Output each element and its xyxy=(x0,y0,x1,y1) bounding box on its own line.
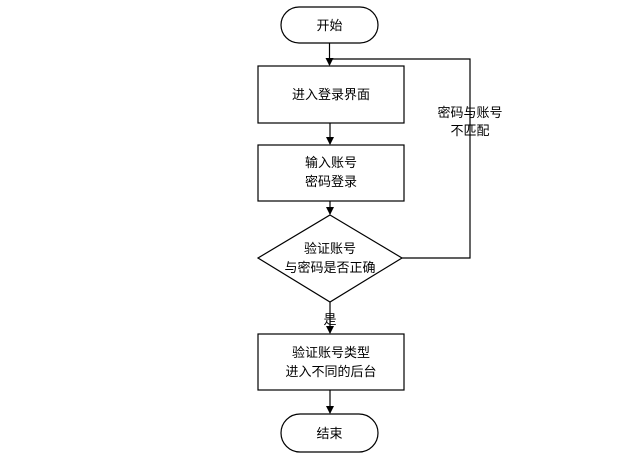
branch-mismatch-line2: 不匹配 xyxy=(450,124,489,139)
start-node: 开始 xyxy=(280,6,379,44)
step-enter-login: 进入登录界面 xyxy=(257,65,405,124)
step-input-line2: 密码登录 xyxy=(305,174,357,190)
end-node: 结束 xyxy=(280,413,379,453)
step-input-credentials: 输入账号 密码登录 xyxy=(257,144,405,202)
decision-line1: 验证账号 xyxy=(304,241,356,257)
decision-validate: 验证账号 与密码是否正确 xyxy=(256,214,404,303)
start-label: 开始 xyxy=(316,19,342,34)
step-route-backend: 验证账号类型 进入不同的后台 xyxy=(257,333,405,391)
branch-mismatch-label: 密码与账号 不匹配 xyxy=(437,105,502,139)
step-route-line2: 进入不同的后台 xyxy=(285,364,376,380)
branch-mismatch-line1: 密码与账号 xyxy=(437,105,502,121)
decision-line2: 与密码是否正确 xyxy=(284,260,375,276)
step-input-line1: 输入账号 xyxy=(305,155,357,171)
end-label: 结束 xyxy=(316,427,342,442)
step-enter-login-label: 进入登录界面 xyxy=(292,88,370,103)
branch-yes-label: 是 xyxy=(323,313,336,328)
arrow-mismatch-loop xyxy=(330,58,471,259)
step-route-line1: 验证账号类型 xyxy=(292,345,370,361)
